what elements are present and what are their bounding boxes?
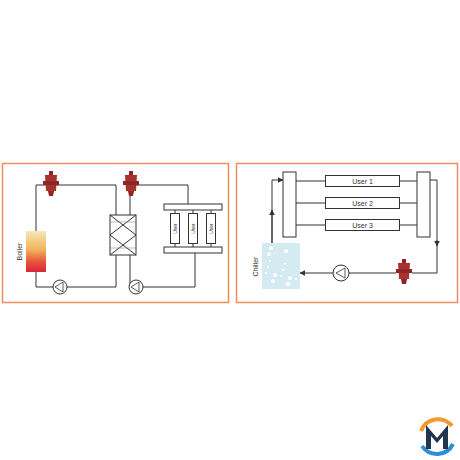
node-label: User 3 [352,222,373,229]
pump-symbol [333,265,349,281]
air-separator [123,171,139,196]
manifold [283,172,430,237]
pipe [36,185,195,287]
user-box: User [206,213,216,244]
boiler-body [26,231,46,272]
manifold [164,204,222,253]
panel-frame [3,164,229,303]
user-box: User [188,213,198,244]
user-box: User [170,213,180,244]
boiler-box: Boiler [26,231,46,272]
chiller-box: Chiller [262,243,300,289]
chiller-body [262,243,300,289]
pump-symbol [53,280,143,294]
node-label: User 1 [352,178,373,185]
user-box: User 1 [325,175,400,187]
user-box: User 2 [325,197,400,209]
node-label: Chiller [252,256,259,276]
bubble-texture [264,245,298,286]
node-label: User 2 [352,200,373,207]
node-label: User [190,223,195,234]
panel-frame [237,164,458,303]
node-label: User [172,223,177,234]
node-label: Boiler [16,243,23,261]
heat-exchanger [110,215,136,255]
air-separator [43,171,59,196]
node-label: User [208,223,213,234]
brand-logo [421,419,453,454]
user-box: User 3 [325,219,400,231]
air-separator [396,259,412,284]
